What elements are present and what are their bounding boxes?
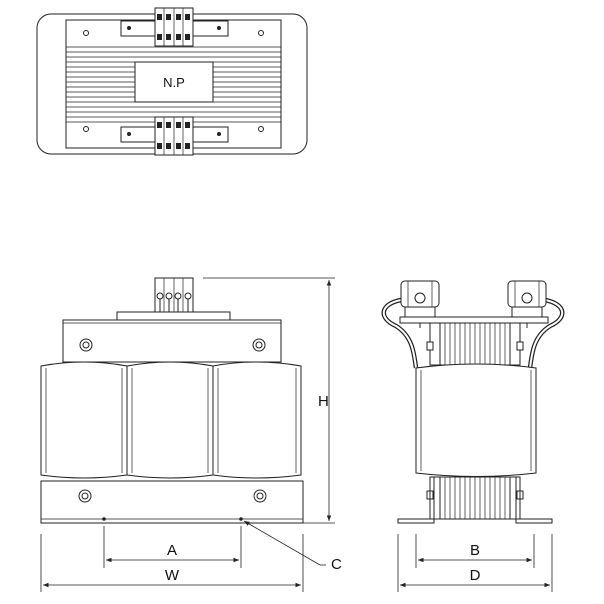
nameplate-label: N.P (163, 75, 185, 90)
left-foot (397, 477, 435, 524)
dim-label-c: C (331, 556, 342, 573)
upper-frame (62, 319, 282, 363)
coil-1 (40, 361, 128, 479)
front-terminal-rail (116, 311, 231, 321)
foot-hole (102, 517, 106, 521)
frame-bolt (78, 489, 92, 503)
mount-hole (83, 126, 89, 132)
dim-label-a: A (167, 542, 177, 559)
coil-3 (212, 361, 302, 479)
dim-label-b: B (470, 542, 480, 559)
frame-bolt (79, 338, 93, 352)
lower-frame (40, 480, 304, 524)
dim-label-w: W (165, 567, 180, 584)
dim-label-d: D (470, 567, 481, 584)
mount-hole (258, 30, 264, 36)
front-view (40, 277, 304, 524)
mount-hole (83, 30, 89, 36)
frame-bolt (253, 489, 267, 503)
frame-bolt (252, 338, 266, 352)
foot-hole (239, 517, 243, 521)
side-dimensions: B D (397, 534, 553, 592)
front-dimensions: H A W C (40, 277, 342, 592)
top-view: N.P (36, 7, 308, 156)
nameplate-box (134, 61, 214, 103)
side-view (381, 280, 565, 524)
mount-hole (258, 126, 264, 132)
right-foot (515, 477, 553, 524)
coil-2 (126, 361, 214, 479)
dim-label-h: H (318, 393, 329, 410)
side-coil (415, 363, 537, 477)
upper-bracket (399, 316, 549, 324)
